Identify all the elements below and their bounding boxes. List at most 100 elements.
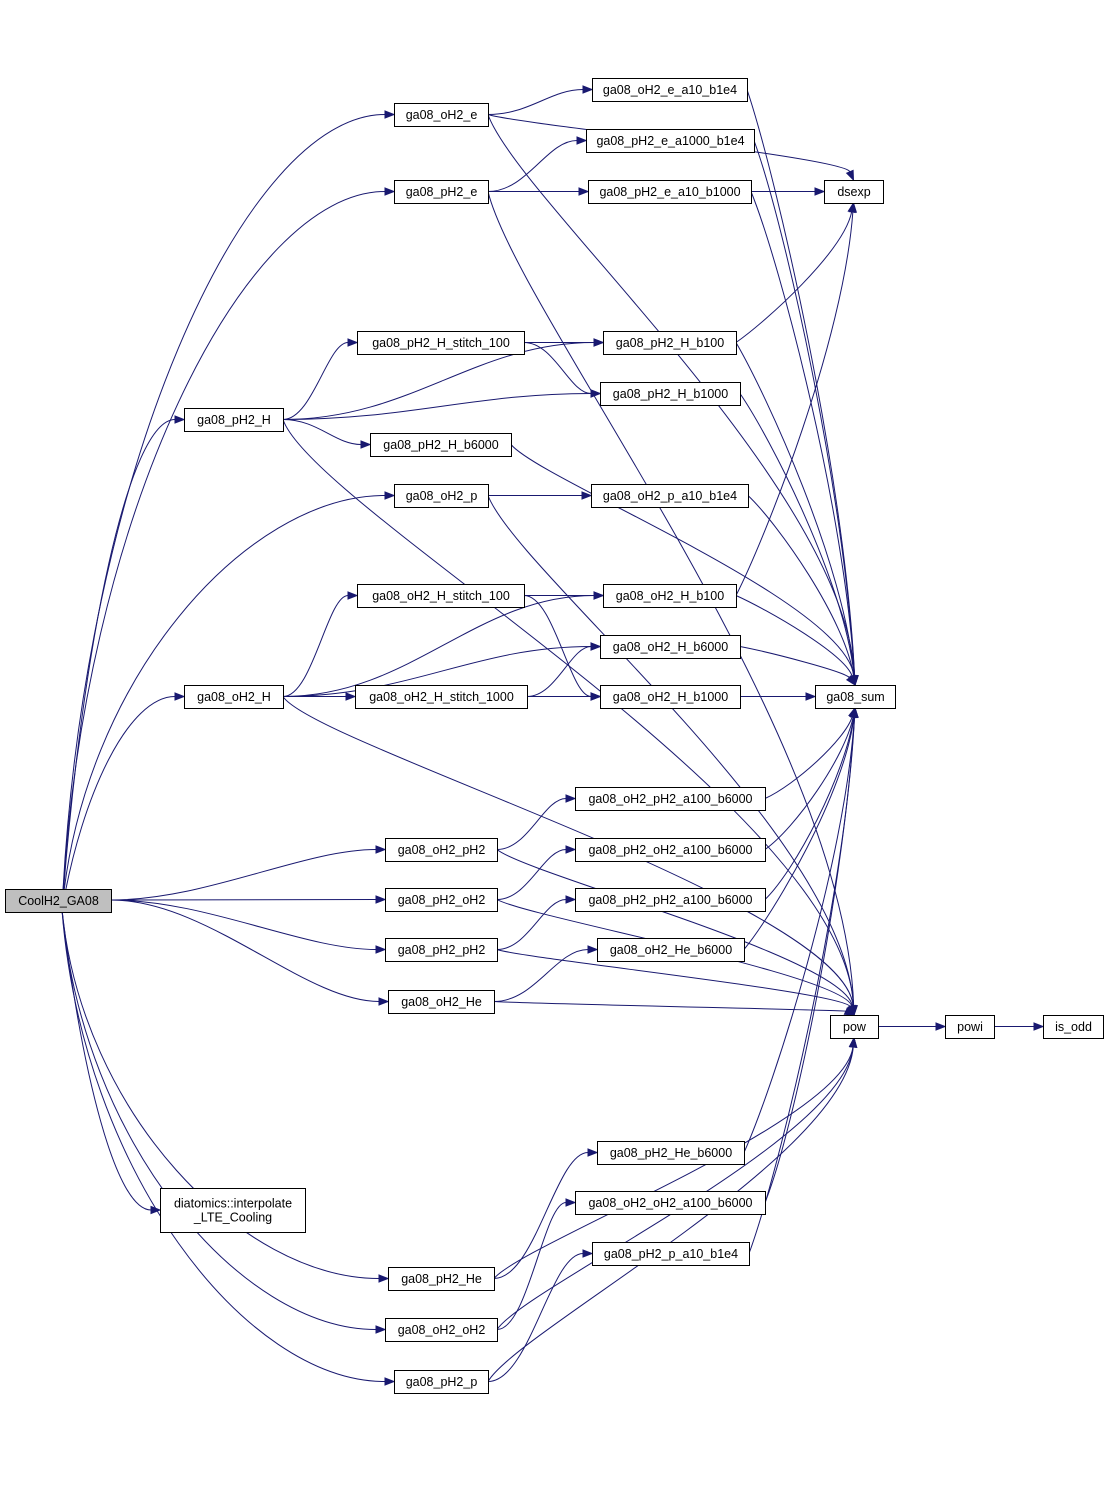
node-ga08-oh2-h[interactable]: ga08_oH2_H [184,685,284,709]
node-box-dsexp [824,180,884,204]
edge-coolh2-ga08-to-ga08-ph2-p [61,909,386,1382]
node-ga08-oh2-h-b6000[interactable]: ga08_oH2_H_b6000 [600,635,741,659]
edge-coolh2-ga08-to-ga08-ph2-ph2 [110,899,377,950]
node-powi[interactable]: powi [945,1015,995,1039]
node-ga08-ph2-he[interactable]: ga08_pH2_He [388,1267,495,1291]
node-ga08-ph2-h-stitch-100[interactable]: ga08_pH2_H_stitch_100 [357,331,525,355]
node-box-coolh2-ga08 [5,889,112,913]
node-label-ga08-oh2-h-b100: ga08_oH2_H_b100 [616,589,724,603]
node-box-ga08-ph2-h-stitch-100 [357,331,525,355]
edge-ga08-ph2-h-b6000-to-ga08-sum [510,444,855,677]
node-label-powi: powi [957,1020,983,1034]
node-ga08-oh2-ph2-a100-b6000[interactable]: ga08_oH2_pH2_a100_b6000 [575,787,766,811]
node-ga08-oh2-h-b1000[interactable]: ga08_oH2_H_b1000 [600,685,741,709]
node-ga08-ph2-h-b100[interactable]: ga08_pH2_H_b100 [603,331,737,355]
edge-ga08-ph2-e-a10-b1000-to-ga08-sum [750,191,855,677]
edge-coolh2-ga08-to-ga08-oh2-oh2 [61,909,377,1330]
node-ga08-oh2-p-a10-b1e4[interactable]: ga08_oH2_p_a10_b1e4 [591,484,749,508]
edge-ga08-oh2-oh2-a100-b6000-to-ga08-sum [764,716,855,1203]
node-coolh2-ga08[interactable]: CoolH2_GA08 [5,889,112,913]
arrowhead-coolh2-ga08-to-ga08-oh2-p [384,491,396,500]
node-box-ga08-ph2-h-b1000 [600,382,741,406]
node-label-ga08-ph2-oh2-a100-b6000: ga08_pH2_oH2_a100_b6000 [588,843,752,857]
node-label-ga08-oh2-h-stitch-100: ga08_oH2_H_stitch_100 [372,589,510,603]
arrowhead-coolh2-ga08-to-ga08-ph2-ph2 [375,945,387,954]
node-ga08-ph2-p[interactable]: ga08_pH2_p [394,1370,489,1394]
node-box-ga08-oh2-p-a10-b1e4 [591,484,749,508]
edge-ga08-oh2-h-to-ga08-oh2-h-b100 [282,595,595,697]
node-box-interpolate-lte [160,1188,306,1233]
arrowhead-ga08-oh2-he-to-pow [843,1007,856,1016]
arrowhead-ga08-ph2-h-to-ga08-ph2-h-b6000 [360,440,372,449]
node-ga08-ph2-ph2-a100-b6000[interactable]: ga08_pH2_pH2_a100_b6000 [575,888,766,912]
node-ga08-oh2-h-stitch-1000[interactable]: ga08_oH2_H_stitch_1000 [355,685,528,709]
node-box-pow [830,1015,879,1039]
arrowhead-coolh2-ga08-to-ga08-ph2-h [174,415,186,424]
arrowhead-ga08-oh2-oh2-to-ga08-oh2-oh2-a100-b6000 [565,1198,577,1207]
node-ga08-sum[interactable]: ga08_sum [815,685,896,709]
node-label-is-odd: is_odd [1055,1020,1092,1034]
edge-ga08-oh2-h-stitch-1000-to-ga08-oh2-h-b6000 [526,646,592,697]
node-label-ga08-ph2-he-b6000: ga08_pH2_He_b6000 [610,1146,732,1160]
node-ga08-oh2-oh2[interactable]: ga08_oH2_oH2 [385,1318,498,1342]
arrowhead-ga08-oh2-p-to-ga08-oh2-p-a10-b1e4 [581,491,593,500]
node-label-ga08-ph2-h-b6000: ga08_pH2_H_b6000 [383,438,498,452]
node-box-ga08-ph2-e-a1000-b1e4 [586,129,755,153]
node-is-odd[interactable]: is_odd [1043,1015,1104,1039]
node-ga08-oh2-h-stitch-100[interactable]: ga08_oH2_H_stitch_100 [357,584,525,608]
node-box-ga08-ph2-he-b6000 [597,1141,745,1165]
node-ga08-oh2-ph2[interactable]: ga08_oH2_pH2 [385,838,498,862]
edge-ga08-oh2-h-to-pow [282,696,854,1007]
edge-ga08-ph2-e-to-pow [487,191,855,1007]
node-box-ga08-oh2-h-stitch-1000 [355,685,528,709]
arrowhead-ga08-oh2-e-to-dsexp [845,169,855,182]
node-ga08-ph2-e-a10-b1000[interactable]: ga08_pH2_e_a10_b1000 [588,180,752,204]
node-label-ga08-oh2-he: ga08_oH2_He [401,995,482,1009]
arrowhead-ga08-ph2-p-a10-b1e4-to-ga08-sum [850,706,859,718]
node-box-ga08-oh2-he [388,990,495,1014]
node-ga08-oh2-he-b6000[interactable]: ga08_oH2_He_b6000 [597,938,745,962]
node-ga08-ph2-ph2[interactable]: ga08_pH2_pH2 [385,938,498,962]
node-ga08-ph2-e-a1000-b1e4[interactable]: ga08_pH2_e_a1000_b1e4 [586,129,755,153]
edge-ga08-oh2-h-to-ga08-oh2-h-b6000 [282,646,592,697]
node-ga08-oh2-oh2-a100-b6000[interactable]: ga08_oH2_oH2_a100_b6000 [575,1191,766,1215]
node-ga08-oh2-he[interactable]: ga08_oH2_He [388,990,495,1014]
arrowhead-ga08-ph2-e-to-dsexp [814,187,826,196]
node-label-ga08-ph2-h-b100: ga08_pH2_H_b100 [616,336,724,350]
node-ga08-oh2-p[interactable]: ga08_oH2_p [394,484,489,508]
node-box-ga08-oh2-he-b6000 [597,938,745,962]
node-label-ga08-oh2-p-a10-b1e4: ga08_oH2_p_a10_b1e4 [603,489,737,503]
arrowhead-ga08-oh2-h-stitch-1000-to-ga08-oh2-h-b1000 [590,692,602,701]
node-ga08-oh2-e[interactable]: ga08_oH2_e [394,103,489,127]
node-ga08-ph2-p-a10-b1e4[interactable]: ga08_pH2_p_a10_b1e4 [592,1242,750,1266]
node-label-pow: pow [843,1020,867,1034]
edge-ga08-oh2-h-b100-to-ga08-sum [735,595,853,677]
node-box-ga08-ph2-e [394,180,489,204]
node-ga08-ph2-e[interactable]: ga08_pH2_e [394,180,489,204]
node-label-ga08-oh2-oh2-a100-b6000: ga08_oH2_oH2_a100_b6000 [588,1196,752,1210]
node-ga08-ph2-h-b1000[interactable]: ga08_pH2_H_b1000 [600,382,741,406]
node-ga08-ph2-oh2[interactable]: ga08_pH2_oH2 [385,888,498,912]
edge-ga08-oh2-e-to-ga08-oh2-e-a10-b1e4 [487,89,584,115]
node-label-ga08-ph2-ph2: ga08_pH2_pH2 [398,943,486,957]
node-box-ga08-oh2-h [184,685,284,709]
node-ga08-ph2-h-b6000[interactable]: ga08_pH2_H_b6000 [370,433,512,457]
node-ga08-ph2-h[interactable]: ga08_pH2_H [184,408,284,432]
node-ga08-ph2-oh2-a100-b6000[interactable]: ga08_pH2_oH2_a100_b6000 [575,838,766,862]
edge-ga08-ph2-he-to-pow [493,1046,854,1279]
node-box-ga08-oh2-p [394,484,489,508]
arrowhead-ga08-ph2-he-to-ga08-ph2-he-b6000 [587,1148,599,1157]
node-label-coolh2-ga08: CoolH2_GA08 [18,894,99,908]
node-box-ga08-oh2-e-a10-b1e4 [592,78,748,102]
node-ga08-ph2-he-b6000[interactable]: ga08_pH2_He_b6000 [597,1141,745,1165]
edge-ga08-oh2-oh2-to-ga08-oh2-oh2-a100-b6000 [496,1202,567,1330]
node-pow[interactable]: pow [830,1015,879,1039]
node-label-ga08-sum: ga08_sum [826,690,884,704]
node-ga08-oh2-h-b100[interactable]: ga08_oH2_H_b100 [603,584,737,608]
node-label-ga08-ph2-h: ga08_pH2_H [197,413,271,427]
edge-ga08-oh2-h-stitch-100-to-ga08-oh2-h-b1000 [523,595,592,697]
node-interpolate-lte[interactable]: diatomics::interpolate_LTE_Cooling [160,1188,306,1233]
node-ga08-oh2-e-a10-b1e4[interactable]: ga08_oH2_e_a10_b1e4 [592,78,748,102]
node-dsexp[interactable]: dsexp [824,180,884,204]
